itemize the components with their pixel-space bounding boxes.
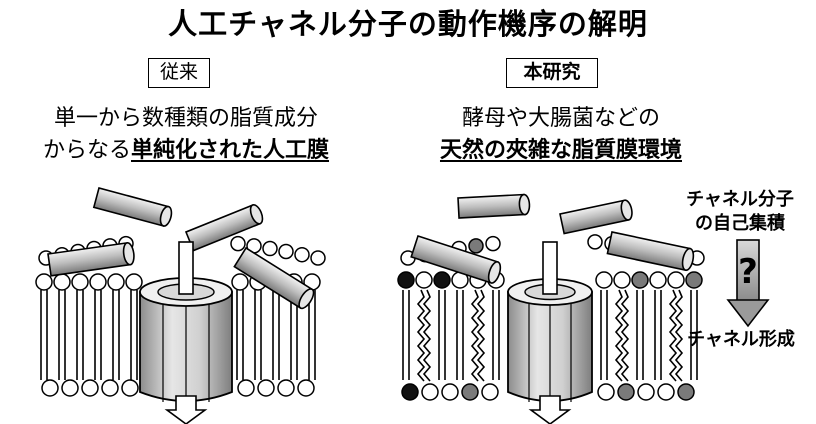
lipid-head <box>310 250 326 266</box>
lipid-head <box>237 379 255 397</box>
lipid-head <box>262 240 278 257</box>
lipid-head <box>597 383 615 401</box>
lipid-head <box>89 273 107 291</box>
lipid-head <box>441 383 459 401</box>
lipid-head <box>433 271 451 289</box>
lipid-head <box>81 379 99 397</box>
lipid-head <box>415 271 433 289</box>
this-study-label: 本研究 <box>506 58 598 88</box>
conventional-caption-plain: からなる <box>42 138 131 163</box>
lipid-head <box>485 235 501 252</box>
lipid-head <box>677 383 695 401</box>
left-lower-leaflet-heads <box>41 379 315 397</box>
lipid-head <box>71 273 89 291</box>
lipid-head <box>657 383 675 401</box>
self-assembly-line2: の自己集積 <box>695 213 785 234</box>
right-membrane <box>397 193 770 424</box>
lipid-head <box>231 273 249 291</box>
conventional-caption: 単一から数種類の脂質成分 からなる単純化された人工膜 <box>0 103 372 167</box>
lipid-head <box>637 383 655 401</box>
lipid-head <box>587 234 603 250</box>
conventional-label: 従来 <box>148 58 210 88</box>
this-study-caption: 酵母や大腸菌などの 天然の夾雑な脂質膜環境 <box>388 103 734 167</box>
conventional-caption-line1: 単一から数種類の脂質成分 <box>53 106 318 131</box>
this-study-caption-line1: 酵母や大腸菌などの <box>461 106 660 131</box>
right-channel-cylinder <box>507 278 593 405</box>
left-channel-bar-top <box>92 187 173 227</box>
lipid-head <box>230 235 246 252</box>
unknown-mechanism-mark: ? <box>738 252 758 292</box>
lipid-tail <box>620 289 630 382</box>
left-channel-cylinder <box>139 277 233 405</box>
lipid-head <box>107 273 125 291</box>
conventional-caption-emphasis: 単純化された人工膜 <box>131 138 330 163</box>
process-down-arrow <box>726 239 770 328</box>
lipid-head <box>101 379 119 397</box>
lipid-head <box>649 271 667 289</box>
lipid-head <box>121 379 139 397</box>
left-ion-flow-arrow <box>164 241 208 424</box>
this-study-caption-emphasis: 天然の夾雑な脂質膜環境 <box>439 138 682 163</box>
self-assembly-note: チャネル分子 の自己集積 <box>668 188 812 236</box>
lipid-head <box>595 271 613 289</box>
lipid-head <box>481 383 499 401</box>
left-membrane <box>35 187 326 424</box>
right-ion-flow-arrow <box>528 241 572 424</box>
lipid-head <box>297 379 315 397</box>
lipid-head <box>53 273 71 291</box>
lipid-tail <box>614 289 624 382</box>
lipid-head <box>397 271 415 289</box>
right-lower-leaflet-heads <box>401 383 695 401</box>
diagram-title: 人工チャネル分子の動作機序の解明 <box>168 7 648 41</box>
lipid-head <box>631 271 649 289</box>
lipid-head <box>468 238 484 254</box>
lipid-tail <box>416 289 426 382</box>
right-channel-bar-top-left <box>457 193 531 219</box>
lipid-head <box>421 383 439 401</box>
left-channel-bar-inserted <box>47 241 135 277</box>
conventional-caption-line2: からなる単純化された人工膜 <box>0 135 372 167</box>
this-study-caption-line2: 天然の夾雑な脂質膜環境 <box>388 135 734 167</box>
lipid-head <box>401 383 419 401</box>
left-lipid-tails <box>40 290 316 380</box>
right-lipid-tails <box>402 289 698 382</box>
lipid-head <box>685 271 703 289</box>
lipid-tail <box>422 289 432 382</box>
lipid-head <box>61 379 79 397</box>
left-channel-bar-tilted <box>233 246 315 310</box>
lipid-head <box>277 379 295 397</box>
lipid-tail <box>476 289 486 382</box>
right-channel-bar-top-right <box>559 199 633 235</box>
right-channel-bar-inserted-right <box>606 231 695 272</box>
lipid-head <box>613 271 631 289</box>
lipid-tail <box>668 289 678 382</box>
lipid-head <box>125 273 143 291</box>
lipid-head <box>41 379 59 397</box>
lipid-head <box>461 383 479 401</box>
lipid-head <box>667 271 685 289</box>
lipid-tail <box>470 289 480 382</box>
lipid-head <box>294 246 310 263</box>
self-assembly-line1: チャネル分子 <box>686 189 794 210</box>
lipid-head <box>35 273 53 291</box>
channel-formation-note: チャネル形成 <box>687 329 795 350</box>
lipid-head <box>257 379 275 397</box>
right-channel-bar-inserted-left <box>410 234 502 284</box>
lipid-head <box>278 243 294 260</box>
lipid-tail <box>674 289 684 382</box>
lipid-head <box>617 383 635 401</box>
